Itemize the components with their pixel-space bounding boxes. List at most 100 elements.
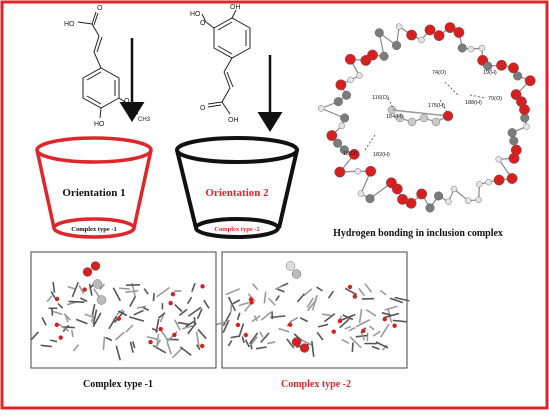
atom-sphere bbox=[406, 30, 416, 40]
atom-sphere bbox=[458, 44, 467, 53]
atom-sphere bbox=[348, 77, 354, 83]
atom-sphere bbox=[476, 197, 482, 203]
atom-sphere bbox=[451, 186, 457, 192]
atom-sphere bbox=[327, 130, 337, 140]
guest-atom-sphere bbox=[97, 296, 106, 305]
cup2-subtitle: Complex type -2 bbox=[214, 226, 260, 233]
atom-sphere bbox=[117, 316, 121, 320]
atom-sphere bbox=[509, 137, 518, 146]
atom-sphere bbox=[318, 105, 324, 111]
atom-sphere bbox=[494, 175, 504, 185]
atom-sphere bbox=[507, 173, 517, 183]
guest-atom-sphere bbox=[388, 106, 396, 114]
atom-sphere bbox=[508, 128, 517, 137]
atom-label-182h: 182(H) bbox=[373, 152, 390, 158]
guest-atom-sphere bbox=[300, 344, 309, 353]
cup2-title: Orientation 2 bbox=[205, 187, 269, 199]
atom-sphere bbox=[334, 97, 343, 106]
guest-atom-sphere bbox=[83, 268, 92, 277]
atom-sphere bbox=[416, 189, 426, 199]
atom-sphere bbox=[496, 156, 502, 162]
hbond-caption: Hydrogen bonding in inclusion complex bbox=[333, 228, 503, 239]
mol2-ho-left: HO bbox=[190, 11, 201, 18]
atom-label-184h: 184(H) bbox=[386, 114, 403, 120]
guest-atom-sphere bbox=[292, 270, 301, 279]
atom-sphere bbox=[55, 297, 59, 301]
atom-sphere bbox=[426, 204, 435, 213]
complex-type-1-caption: Complex type -1 bbox=[83, 379, 153, 390]
atom-sphere bbox=[454, 27, 464, 37]
atom-sphere bbox=[434, 192, 443, 201]
cup1-subtitle: Complex type -1 bbox=[71, 226, 117, 233]
mol1-ho-top: HO bbox=[64, 21, 75, 28]
atom-sphere bbox=[336, 80, 346, 90]
atom-sphere bbox=[367, 50, 377, 60]
atom-sphere bbox=[486, 179, 492, 185]
atom-label-74o: 74(O) bbox=[432, 70, 446, 76]
atom-sphere bbox=[382, 317, 386, 321]
atom-sphere bbox=[339, 123, 345, 129]
atom-sphere bbox=[158, 327, 162, 331]
guest-atom-sphere bbox=[443, 111, 453, 121]
atom-label-175h: 175(H) bbox=[428, 103, 445, 109]
atom-label-18o: 18(O) bbox=[343, 151, 357, 157]
atom-sphere bbox=[355, 168, 361, 174]
atom-sphere bbox=[353, 294, 357, 298]
mol1-o-side: O bbox=[124, 98, 130, 105]
atom-sphere bbox=[523, 124, 529, 130]
atom-sphere bbox=[340, 114, 349, 123]
atom-sphere bbox=[366, 194, 375, 203]
atom-sphere bbox=[356, 73, 362, 79]
atom-sphere bbox=[361, 329, 365, 333]
atom-sphere bbox=[392, 41, 401, 50]
atom-sphere bbox=[332, 329, 336, 333]
atom-sphere bbox=[397, 194, 407, 204]
atom-sphere bbox=[244, 333, 248, 337]
mol1-ch3: CH3 bbox=[138, 117, 151, 123]
atom-sphere bbox=[375, 28, 384, 37]
mol2-oh-right: OH bbox=[230, 4, 241, 11]
atom-sphere bbox=[200, 344, 204, 348]
atom-sphere bbox=[479, 45, 485, 51]
guest-atom-sphere bbox=[432, 118, 440, 126]
atom-sphere bbox=[513, 72, 522, 81]
mol2-o-left: O bbox=[200, 20, 206, 27]
complex-type-2-caption: Complex type -2 bbox=[281, 379, 351, 390]
guest-atom-sphere bbox=[286, 262, 295, 271]
atom-sphere bbox=[171, 292, 175, 296]
atom-sphere bbox=[425, 25, 435, 35]
guest-atom-sphere bbox=[420, 114, 428, 122]
guest-atom-sphere bbox=[93, 280, 102, 289]
mol1-o-label: O bbox=[97, 5, 103, 12]
atom-sphere bbox=[365, 166, 375, 176]
atom-label-70o: 70(O) bbox=[488, 96, 502, 102]
atom-sphere bbox=[525, 76, 535, 86]
atom-sphere bbox=[338, 319, 342, 323]
atom-sphere bbox=[342, 91, 351, 100]
atom-sphere bbox=[418, 37, 424, 43]
atom-sphere bbox=[288, 323, 292, 327]
cup1-title: Orientation 1 bbox=[62, 187, 125, 199]
atom-label-188h: 188(H) bbox=[465, 100, 482, 106]
atom-sphere bbox=[446, 199, 452, 205]
atom-sphere bbox=[335, 167, 345, 177]
atom-sphere bbox=[396, 24, 402, 30]
atom-sphere bbox=[380, 52, 389, 61]
atom-sphere bbox=[168, 301, 172, 305]
atom-sphere bbox=[509, 153, 519, 163]
guest-atom-sphere bbox=[91, 262, 100, 271]
atom-sphere bbox=[358, 191, 364, 197]
atom-sphere bbox=[496, 60, 506, 70]
molecule-2-structure bbox=[202, 10, 250, 114]
atom-sphere bbox=[519, 104, 529, 114]
atom-sphere bbox=[172, 333, 176, 337]
atom-sphere bbox=[82, 287, 86, 291]
atom-sphere bbox=[200, 284, 204, 288]
atom-sphere bbox=[434, 30, 444, 40]
complex-type-1-panel bbox=[31, 252, 216, 368]
mol2-o-bottom: O bbox=[200, 105, 206, 112]
atom-sphere bbox=[392, 324, 396, 328]
atom-label-19h: 19(H) bbox=[483, 70, 497, 76]
